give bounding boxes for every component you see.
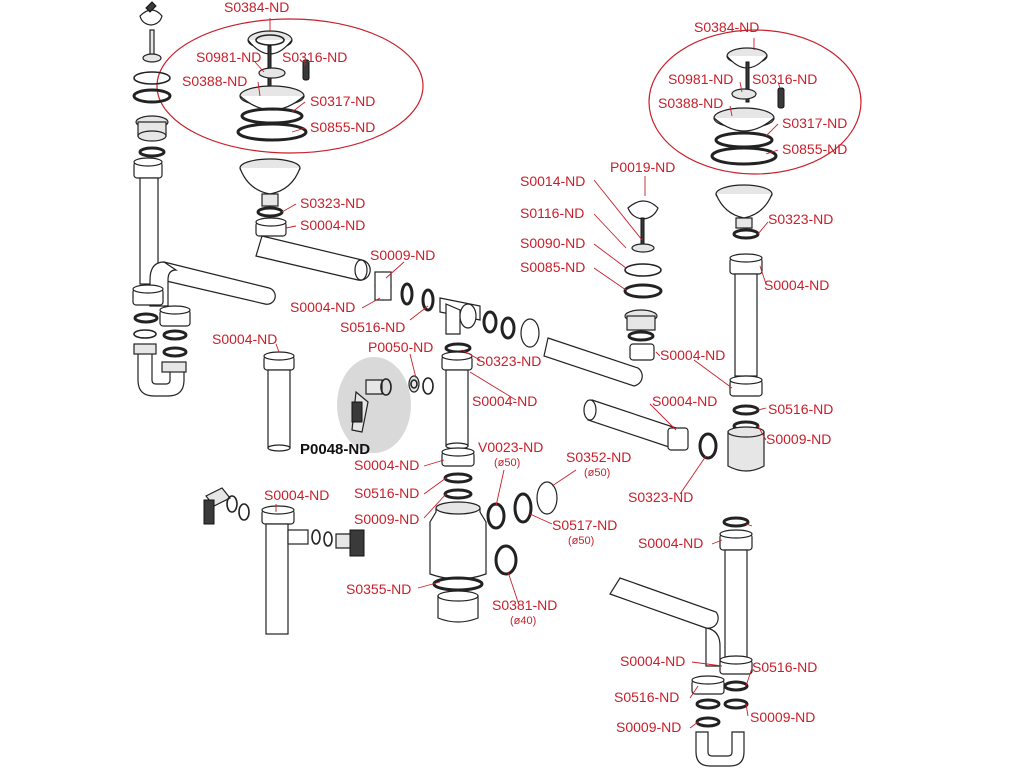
part-label: S0317-ND (782, 115, 847, 131)
part-label: S0014-ND (520, 173, 585, 189)
part-label: S0004-ND (300, 217, 365, 233)
part-label: S0004-ND (472, 393, 537, 409)
part-label: S0009-ND (370, 247, 435, 263)
part-label: S0388-ND (658, 95, 723, 111)
part-labels: S0384-ND S0981-ND S0316-ND S0388-ND S031… (182, 0, 847, 735)
left-strainer-kit-oval (156, 18, 424, 154)
part-label: S0085-ND (520, 259, 585, 275)
part-label: S0116-ND (520, 205, 584, 221)
part-label: S0316-ND (752, 71, 817, 87)
part-label: S0516-ND (340, 319, 405, 335)
part-label: S0516-ND (768, 401, 833, 417)
right-long-pipe (583, 399, 718, 460)
part-label: S0855-ND (782, 141, 847, 157)
part-label: S0517-ND (552, 517, 617, 533)
right-column-parts (715, 184, 773, 472)
left-strainer-kit (236, 30, 310, 142)
part-label: S0384-ND (224, 0, 289, 15)
part-size-note: (ø50) (568, 535, 594, 547)
part-label: S0009-ND (766, 431, 831, 447)
part-label: S0004-ND (638, 535, 703, 551)
part-label: S0004-ND (660, 347, 725, 363)
part-label: V0023-ND (478, 439, 543, 455)
part-label: P0019-ND (610, 159, 675, 175)
part-size-note: (ø50) (494, 457, 520, 469)
part-label: S0316-ND (282, 49, 347, 65)
part-label: S0381-ND (492, 597, 557, 613)
part-label: S0317-ND (310, 93, 375, 109)
left-free-tube (263, 351, 295, 452)
bottom-right-assembly (609, 516, 753, 767)
left-bottom-assembly (203, 487, 365, 635)
part-label: S0009-ND (616, 719, 681, 735)
part-label: S0004-ND (764, 277, 829, 293)
part-label: S0004-ND (264, 487, 329, 503)
part-label: S0323-ND (300, 195, 365, 211)
part-label: S0004-ND (290, 299, 355, 315)
p0048-elbow-connector (351, 378, 392, 433)
chain-plug-icon (139, 9, 163, 26)
part-label: S0323-ND (768, 211, 833, 227)
part-label: S0004-ND (354, 457, 419, 473)
part-label: S0355-ND (346, 581, 411, 597)
part-label: S0323-ND (476, 353, 541, 369)
part-label: S0090-ND (520, 235, 585, 251)
center-strainer-stack (623, 200, 663, 342)
part-label-highlighted: P0048-ND (300, 441, 370, 458)
part-label: S0004-ND (620, 653, 685, 669)
part-label: S0516-ND (752, 659, 817, 675)
center-tee-assembly (374, 271, 655, 450)
right-strainer-kit (710, 47, 785, 166)
part-label: S0004-ND (212, 331, 277, 347)
left-column-parts (132, 1, 276, 397)
part-label: S0981-ND (668, 71, 733, 87)
part-size-note: (ø40) (510, 615, 536, 627)
part-label: S0516-ND (614, 689, 679, 705)
part-label: S0004-ND (652, 393, 717, 409)
p0048-highlight-disc (337, 357, 411, 453)
part-label: S0516-ND (354, 485, 419, 501)
part-label: S0855-ND (310, 119, 375, 135)
part-label: S0981-ND (196, 49, 261, 65)
part-label: S0388-ND (182, 73, 247, 89)
part-label: S0009-ND (354, 511, 419, 527)
part-label: S0384-ND (694, 19, 759, 35)
right-strainer-kit-oval (648, 29, 862, 175)
part-label: S0352-ND (566, 449, 631, 465)
bottle-trap-assembly (429, 447, 558, 623)
part-label: S0009-ND (750, 709, 815, 725)
leader-lines (254, 18, 781, 729)
part-label: S0323-ND (628, 489, 693, 505)
part-size-note: (ø50) (584, 467, 610, 479)
part-label: P0050-ND (368, 339, 433, 355)
